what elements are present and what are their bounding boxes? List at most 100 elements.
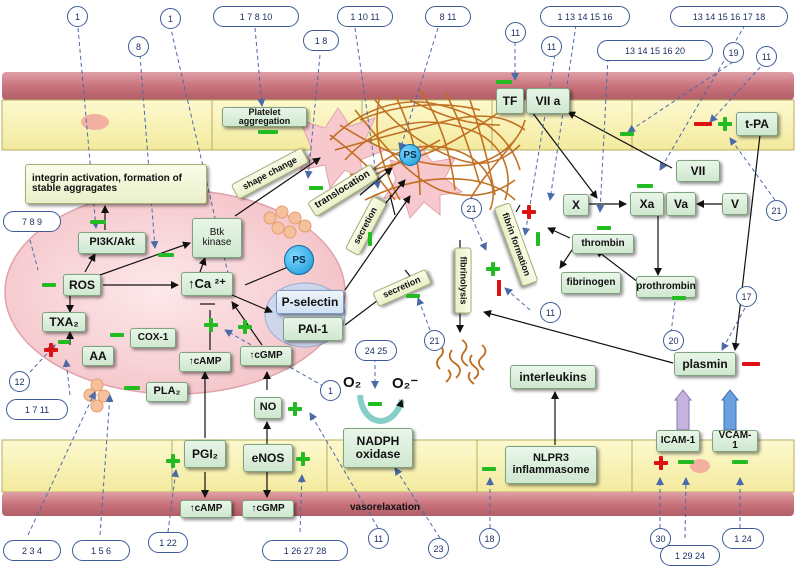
fibrin-fragments <box>436 339 487 385</box>
enos-box: eNOS <box>243 444 293 472</box>
pai1-box: PAI-1 <box>283 317 343 341</box>
thrombin-box: thrombin <box>572 234 634 254</box>
ref-circle: 1 5 6 <box>72 540 130 561</box>
pgi2-box: PGI₂ <box>184 440 226 468</box>
ref-circle: 7 8 9 <box>3 211 61 232</box>
plus-marker <box>238 320 252 334</box>
ref-circle: 1 10 11 <box>337 6 393 27</box>
ref-circle: 21 <box>461 198 482 219</box>
tpa-box: t-PA <box>736 112 778 136</box>
ref-circle: 30 <box>650 528 671 549</box>
ref-circle: 13 14 15 16 17 18 <box>670 6 788 27</box>
vcam1-box: VCAM-1 <box>712 430 758 452</box>
ref-circle: 1 <box>160 8 181 29</box>
tf-box: TF <box>496 88 524 114</box>
ref-circle: 13 14 15 16 20 <box>597 40 713 61</box>
ref-circle: 11 <box>541 36 562 57</box>
aa-box: AA <box>82 346 114 366</box>
ref-circle: 1 <box>320 380 341 401</box>
ref-circle: 1 <box>67 6 88 27</box>
ref-circle: 1 24 <box>722 528 764 549</box>
platelet-aggregation-box: Platelet aggregation <box>222 107 307 127</box>
ref-circle: 1 26 27 28 <box>262 540 348 561</box>
icam1-box: ICAM-1 <box>656 430 700 452</box>
minus-marker <box>597 226 611 230</box>
prothrombin-box: prothrombin <box>636 276 696 298</box>
plus-marker <box>204 318 218 332</box>
inhibition-marker <box>694 122 712 126</box>
ref-circle: 23 <box>428 538 449 559</box>
plus-marker <box>718 117 732 131</box>
inhibition-bar <box>497 280 501 296</box>
minus-marker <box>678 460 694 464</box>
ref-circle: 12 <box>9 371 30 392</box>
ros-box: ROS <box>63 274 101 296</box>
inhibition-plus-marker <box>44 343 58 357</box>
ref-circle: 20 <box>663 330 684 351</box>
factor-v-box: V <box>722 193 748 215</box>
factor-va-box: Va <box>666 192 696 216</box>
camp-platelet-box: ↑cAMP <box>179 352 231 372</box>
camp-endothelium-box: ↑cAMP <box>180 500 232 518</box>
ref-circle: 8 <box>128 36 149 57</box>
oxygen-label: O₂ <box>343 374 362 391</box>
integrin-activation-box: integrin activation, formation of stable… <box>25 164 207 204</box>
factor-vii-box: VII <box>676 160 720 182</box>
ref-circle: 1 22 <box>148 532 188 553</box>
minus-marker <box>620 132 634 136</box>
pla2-box: PLA₂ <box>146 382 188 402</box>
superoxide-arc <box>357 394 405 424</box>
top-endothelium <box>1 99 795 151</box>
cgmp-endothelium-box: ↑cGMP <box>242 500 294 518</box>
ref-circle: 1 8 <box>303 30 339 51</box>
minus-marker <box>42 283 56 287</box>
fibrinolysis-box: fibrinolysis <box>454 247 472 314</box>
superoxide-label: O₂⁻ <box>392 375 419 392</box>
minus-marker <box>110 333 124 337</box>
ref-circle: 1 7 11 <box>6 399 68 420</box>
ref-circle: 21 <box>766 200 787 221</box>
p-selectin-box: P-selectin <box>276 290 344 314</box>
ref-circle: 17 <box>736 286 757 307</box>
txa2-box: TXA₂ <box>42 312 86 332</box>
inhibition-plus-marker <box>522 205 536 219</box>
minus-marker <box>158 253 174 257</box>
minus-marker <box>258 130 278 134</box>
btk-kinase-box: Btk kinase <box>192 218 242 258</box>
inhibition-plus-marker <box>654 456 668 470</box>
ref-circle: 21 <box>424 330 445 351</box>
reference-lines <box>27 24 776 539</box>
minus-marker <box>732 460 748 464</box>
minus-marker <box>406 294 420 298</box>
ref-circle: 11 <box>540 302 561 323</box>
ref-circle: 1 13 14 15 16 <box>540 6 630 27</box>
top-vessel-wall <box>2 72 794 100</box>
ref-circle: 11 <box>505 22 526 43</box>
minus-marker <box>124 386 140 390</box>
minus-marker <box>496 80 512 84</box>
minus-marker <box>368 402 382 406</box>
minus-marker <box>637 184 653 188</box>
ref-circle: 2 3 4 <box>3 540 61 561</box>
factor-x-box: X <box>563 194 589 216</box>
plus-marker <box>296 452 310 466</box>
minus-marker <box>368 232 372 246</box>
nlrp3-inflammasome-box: NLPR3 inflammasome <box>505 446 597 484</box>
plus-marker <box>486 262 500 276</box>
no-box: NO <box>254 397 282 419</box>
minus-marker <box>672 296 686 300</box>
factor-xa-box: Xa <box>630 192 664 216</box>
phosphatidylserine-marker-platelet: PS <box>284 245 314 275</box>
phosphatidylserine-marker-top: PS <box>399 144 421 166</box>
minus-marker <box>482 467 496 471</box>
inhibition-marker <box>742 362 760 366</box>
ref-circle: 11 <box>756 46 777 67</box>
ref-circle: 19 <box>723 42 744 63</box>
pi3k-akt-box: PI3K/Akt <box>78 232 146 254</box>
ref-circle: 1 7 8 10 <box>213 6 299 27</box>
interleukins-box: interleukins <box>510 365 596 389</box>
ref-circle: 8 11 <box>425 6 471 27</box>
ref-circle: 18 <box>479 528 500 549</box>
minus-marker <box>90 220 106 224</box>
